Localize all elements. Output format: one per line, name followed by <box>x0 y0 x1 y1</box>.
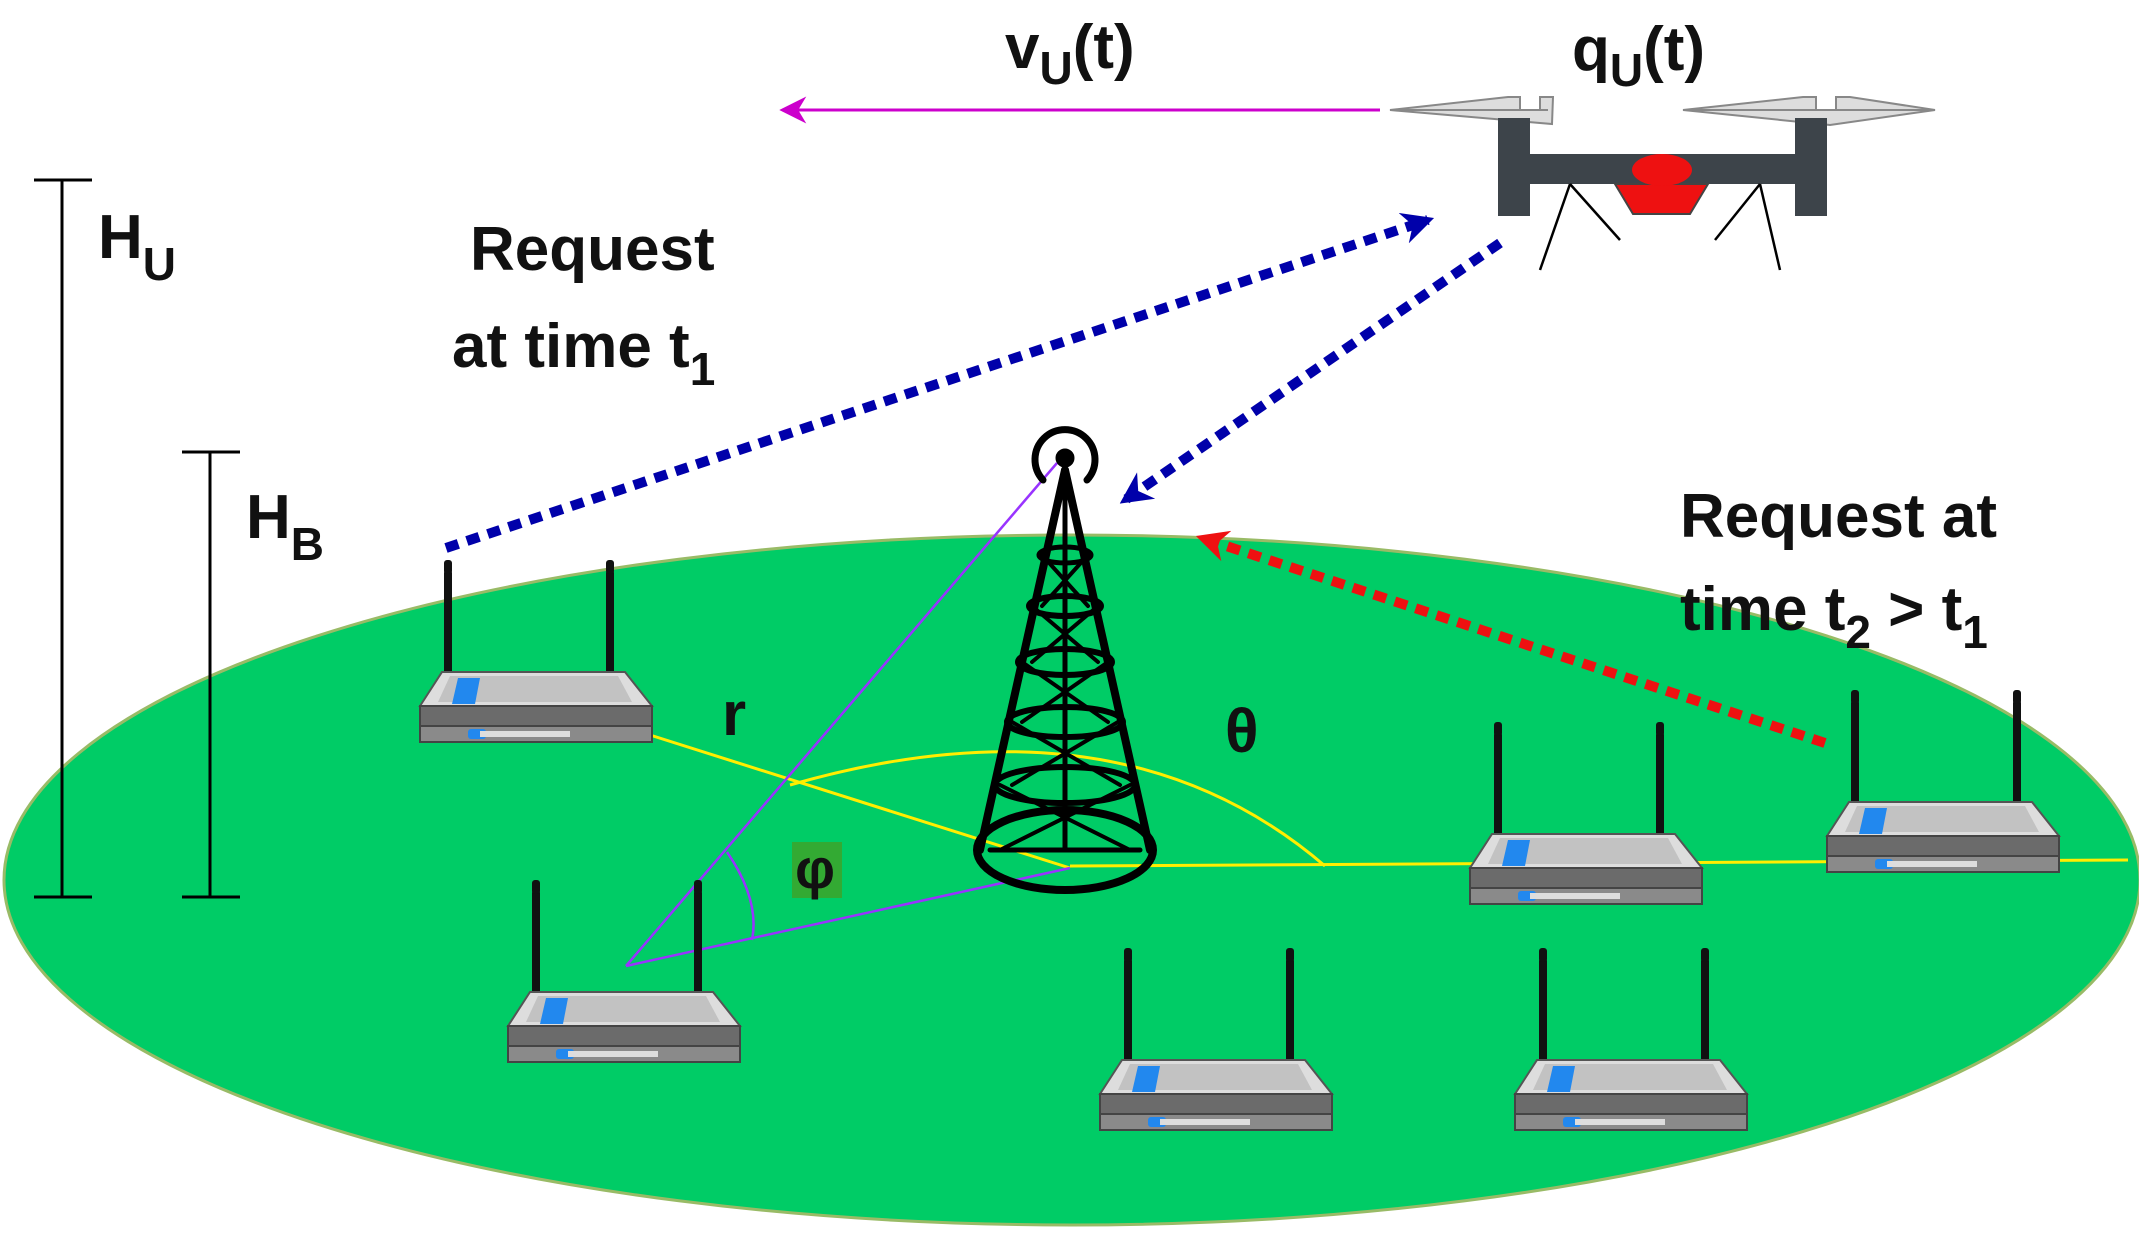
request-t1-line2: at time t1 <box>452 312 715 395</box>
phi-highlight <box>792 842 842 898</box>
phi-label: φ <box>795 837 835 900</box>
base-station-tower <box>973 426 1157 894</box>
uav-height-label: HU <box>98 203 176 290</box>
velocity-label: vU(t) <box>1005 13 1135 94</box>
uav-request-links <box>444 212 1503 553</box>
uav-drone <box>1389 96 1936 271</box>
request-t1-line1: Request <box>470 215 715 284</box>
theta-label: θ <box>1225 697 1259 766</box>
distance-r-label: r <box>722 680 746 749</box>
uav-height-bar <box>34 178 92 899</box>
bs-height-bar <box>182 450 240 899</box>
bs-height-label: HB <box>246 483 324 570</box>
request-t2-line2: time t2 > t1 <box>1680 575 1988 658</box>
position-label: qU(t) <box>1572 15 1705 96</box>
request-t2-line1: Request at <box>1680 482 1997 551</box>
